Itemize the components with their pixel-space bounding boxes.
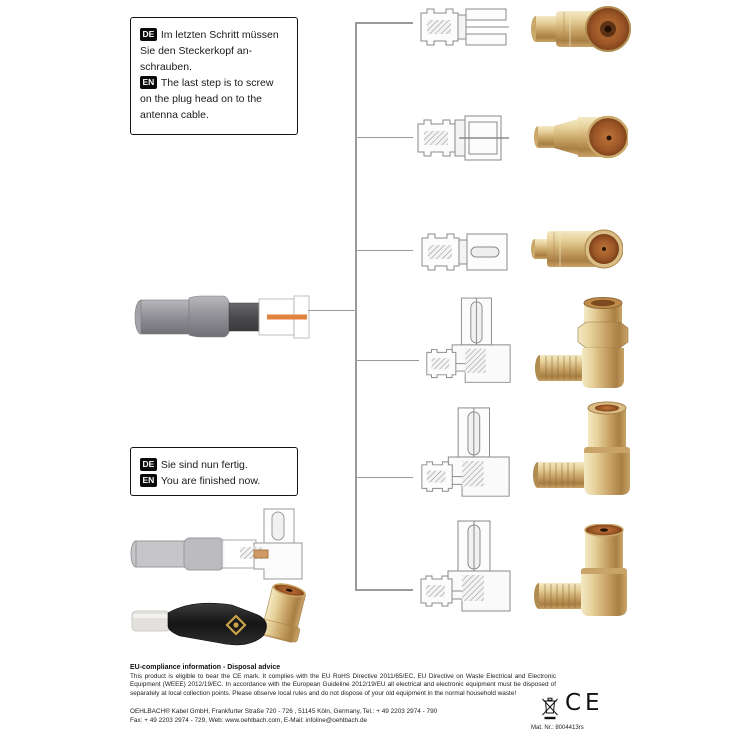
tree-input-line	[308, 309, 355, 311]
compliance-heading: EU-compliance information - Disposal adv…	[130, 664, 281, 671]
de-badge: DE	[140, 28, 157, 41]
variant-3-photo	[531, 229, 623, 269]
variant-2-photo	[534, 115, 628, 159]
instruction-de-text: Im letzten Schritt müssen Sie den Stecke…	[140, 29, 279, 73]
weee-crossed-bin-icon	[542, 697, 558, 720]
tree-vertical-line	[355, 22, 357, 590]
variant-4-photo	[535, 297, 629, 388]
branch-line-1	[355, 22, 413, 24]
finished-en-text: You are finished now.	[160, 475, 261, 487]
branch-line-3	[355, 249, 413, 251]
branch-line-6	[355, 589, 413, 591]
company-address: OEHLBACH® Kabel GmbH, Frankfurter Straße…	[130, 708, 437, 726]
variant-3-drawing	[421, 233, 508, 271]
variant-6-drawing	[420, 520, 511, 612]
de-badge: DE	[140, 458, 157, 471]
en-badge: EN	[140, 474, 157, 487]
black-connector-body	[167, 602, 267, 646]
branch-line-5	[355, 476, 413, 478]
variant-5-drawing	[421, 407, 510, 497]
instruction-en-text: The last step is to screw on the plug he…	[140, 77, 274, 121]
branch-line-2	[355, 136, 413, 138]
crimped-cable-end-image	[134, 295, 310, 339]
variant-6-photo	[534, 524, 627, 616]
finished-de-text: Sie sind nun fertig.	[160, 459, 248, 471]
material-number: Mat. Nr.: 8004413rs	[531, 725, 584, 731]
variant-5-photo	[533, 401, 630, 495]
oehlbach-diamond-logo	[225, 614, 247, 636]
variant-2-drawing	[417, 115, 509, 161]
branch-line-4	[355, 359, 419, 361]
variant-1-drawing	[420, 8, 509, 46]
company-address-line1: OEHLBACH® Kabel GmbH, Frankfurter Straße…	[130, 708, 438, 715]
variant-1-photo	[531, 6, 631, 52]
en-badge: EN	[140, 76, 157, 89]
finished-cable-drawing	[130, 508, 303, 580]
finished-cable-photo	[131, 583, 306, 646]
ce-mark: CE	[565, 690, 604, 716]
company-address-line2: Fax: + 49 2203 2974 - 729, Web: www.oehl…	[130, 716, 368, 724]
compliance-text: This product is eligible to bear the CE …	[130, 673, 556, 697]
variant-4-drawing	[426, 297, 511, 383]
gold-right-angle-head	[258, 583, 306, 643]
